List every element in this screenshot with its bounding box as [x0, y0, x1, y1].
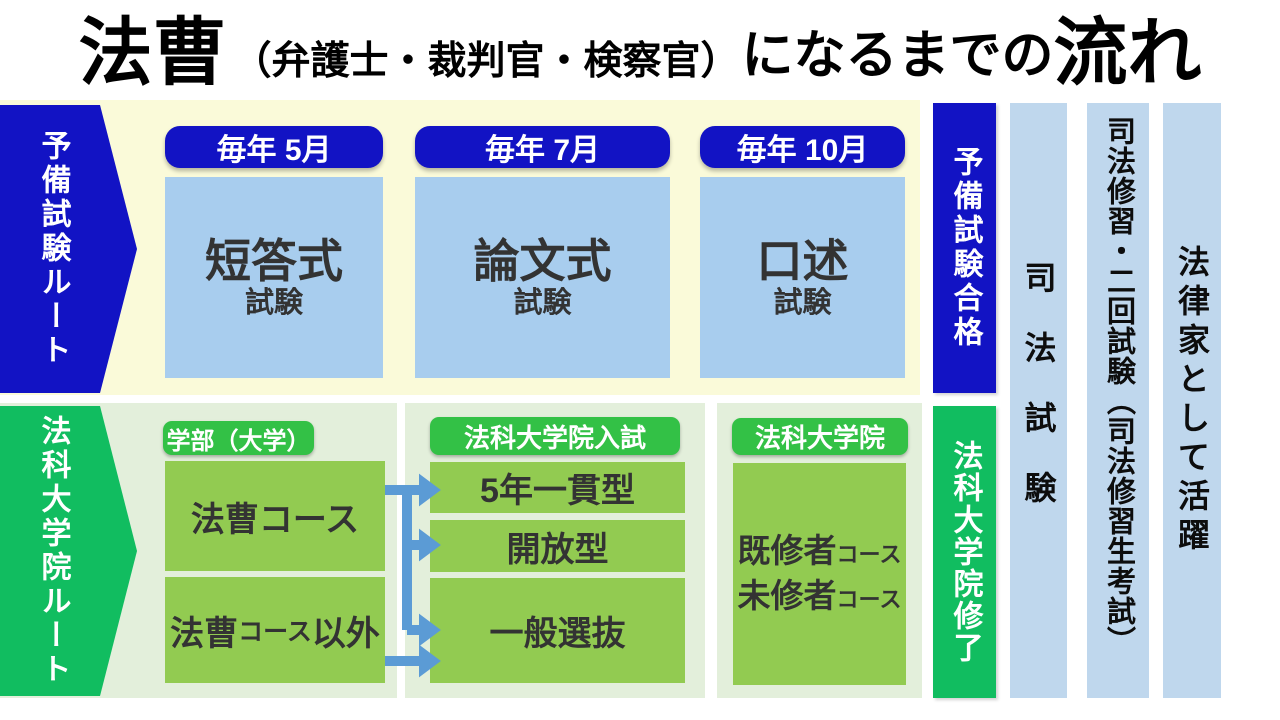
exam2-box: 論文式 試験: [415, 177, 670, 378]
shihou-shushu-column: 司法修習・二回試験（司法修習生考試）: [1087, 103, 1149, 698]
title-tail: 流れ: [1053, 10, 1202, 94]
housou-course-box: 法曹コース: [165, 461, 385, 571]
kishusha-small: コース: [836, 542, 902, 568]
exam2-period-badge: 毎年 7月: [415, 126, 670, 168]
non-housou-course-box: 法曹コース以外: [165, 577, 385, 683]
shihou-shiken-label: 司法試験: [1020, 260, 1057, 541]
yobi-route-label: 予備試験ルート: [36, 130, 70, 368]
exam2-name: 論文式: [473, 235, 612, 288]
exam3-period-badge: 毎年 10月: [700, 126, 905, 168]
daigakuin-header: 法科大学院: [732, 418, 908, 455]
page-title: 法曹（弁護士・裁判官・検察官）になるまでの流れ: [0, 0, 1280, 96]
exam3-name: 口述: [756, 235, 849, 288]
exam1-box: 短答式 試験: [165, 177, 383, 378]
mishusha-small: コース: [836, 587, 902, 612]
shihou-shiken-column: 司法試験: [1010, 103, 1067, 698]
nyushi-5year-box: 5年一貫型: [430, 462, 685, 513]
exam3-box: 口述 試験: [700, 177, 905, 378]
mishusha-course-line: 未修者コース: [738, 574, 902, 619]
nyushi-general-box: 一般選抜: [430, 578, 685, 683]
yobi-pass-label: 予備試験合格: [948, 146, 982, 350]
non-housou-suffix: 以外: [311, 614, 380, 653]
non-housou-small: コース: [238, 618, 312, 646]
exam2-sub: 試験: [513, 287, 572, 319]
gakubu-header: 学部（大学）: [163, 421, 314, 455]
lawschool-route-label: 法科大学院ルート: [36, 415, 70, 687]
nyushi-header: 法科大学院入試: [430, 417, 680, 455]
title-paren: （弁護士・裁判官・検察官）: [232, 40, 740, 83]
kishusha-course-line: 既修者コース: [738, 529, 902, 574]
daigakuin-courses-box: 既修者コース 未修者コース: [733, 463, 906, 685]
yobi-pass-column: 予備試験合格: [933, 103, 996, 393]
exam1-period-badge: 毎年 5月: [165, 126, 383, 168]
lawschool-complete-label: 法科大学院修了: [948, 440, 982, 664]
mishusha-main: 未修者: [737, 577, 837, 614]
kishusha-main: 既修者: [737, 532, 837, 570]
shihou-shushu-label: 司法修習・二回試験（司法修習生考試）: [1102, 116, 1135, 656]
lawschool-complete-column: 法科大学院修了: [933, 406, 996, 698]
exam1-name: 短答式: [205, 235, 343, 288]
non-housou-prefix: 法曹: [170, 614, 239, 653]
title-main: 法曹: [78, 10, 227, 94]
exam1-sub: 試験: [244, 287, 303, 319]
houritsuka-column: 法律家として活躍: [1163, 103, 1221, 698]
title-middle: になるまでの: [741, 27, 1054, 85]
nyushi-open-box: 開放型: [430, 520, 685, 572]
houritsuka-label: 法律家として活躍: [1174, 244, 1210, 557]
exam3-sub: 試験: [773, 287, 832, 319]
